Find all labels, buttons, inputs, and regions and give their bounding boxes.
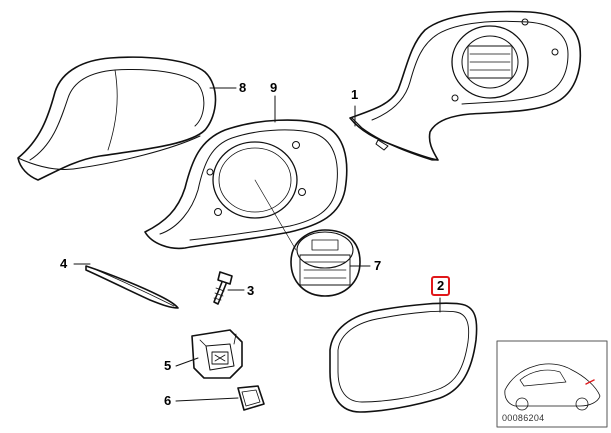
callout-1: 1 [351,87,359,102]
callout-7: 7 [374,258,382,273]
leader-lines [73,87,441,402]
callout-9: 9 [270,80,278,95]
switch-part [191,329,243,379]
mirror-motor-part [290,229,361,297]
leader-line-9-motor [254,179,297,251]
mirror-frame-part [144,119,348,250]
reference-code: 00086204 [502,413,545,423]
car-thumbnail [496,340,608,428]
callout-2[interactable]: 2 [431,276,451,296]
seal-strip-part [85,265,179,309]
mirror-cap-part [17,56,217,181]
callout-5: 5 [164,358,172,373]
switch-cap-part [237,385,265,411]
leader-line-5 [175,357,199,367]
mirror-glass-part [329,302,478,413]
screw-part [213,271,233,305]
callout-4: 4 [60,256,68,271]
callout-6: 6 [164,393,172,408]
mirror-housing-part [349,10,582,161]
callout-3: 3 [247,283,255,298]
leader-line-6 [175,397,239,402]
callout-8: 8 [239,80,247,95]
